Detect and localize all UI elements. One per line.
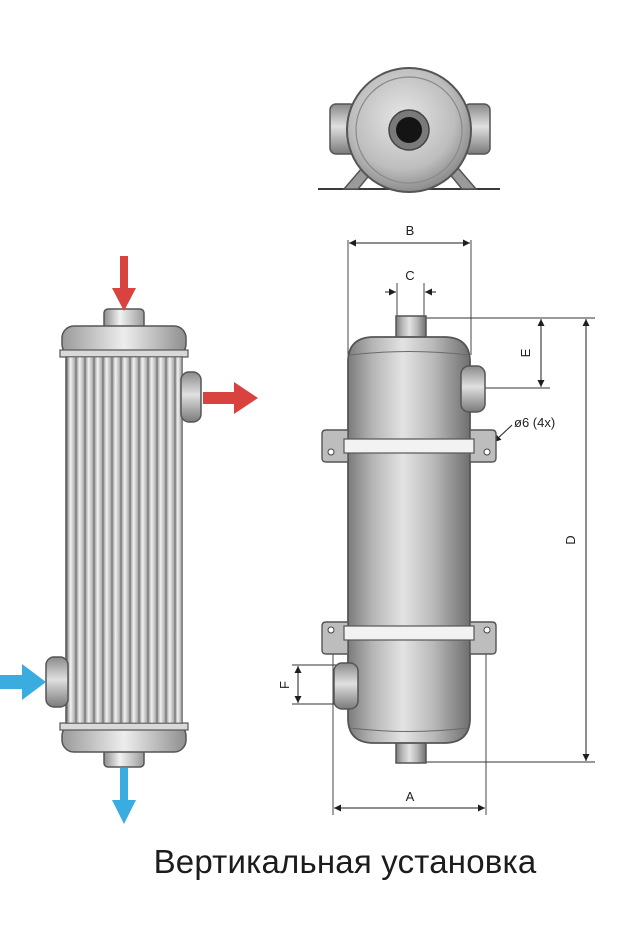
bottom-port-nozzle xyxy=(395,740,427,764)
top-view-port-hole xyxy=(396,117,422,143)
mount-hole xyxy=(483,448,491,456)
hole-leader-line xyxy=(493,424,513,443)
dim-a-label: A xyxy=(406,789,415,804)
dim-c-label: C xyxy=(405,268,414,283)
dimension-drawing: B C E D F A ø6 (4x) xyxy=(277,223,595,815)
shell-bottom-seam xyxy=(349,727,469,732)
dim-f-label: F xyxy=(277,681,292,689)
shell-body xyxy=(347,336,471,744)
top-flange xyxy=(59,349,189,358)
hole-spec-label: ø6 (4x) xyxy=(514,415,555,430)
installation-caption: Вертикальная установка xyxy=(153,843,537,880)
tube xyxy=(129,356,140,724)
hot-inlet-arrow xyxy=(112,256,136,311)
tube-array xyxy=(65,356,183,724)
dim-e-label: E xyxy=(518,348,533,357)
shell-top-seam xyxy=(349,351,469,356)
top-view-shell-inner xyxy=(355,76,463,184)
tube xyxy=(84,356,95,724)
tube xyxy=(93,356,104,724)
bottom-flange xyxy=(59,722,189,731)
mount-hole xyxy=(327,626,335,634)
hot-outlet-arrow xyxy=(203,382,258,414)
tube xyxy=(174,356,183,724)
tube xyxy=(165,356,176,724)
tube xyxy=(120,356,131,724)
mount-hole xyxy=(327,448,335,456)
mount-hole xyxy=(483,626,491,634)
upper-mounting-bracket xyxy=(321,429,497,463)
tube xyxy=(147,356,158,724)
tube xyxy=(138,356,149,724)
top-view xyxy=(318,67,500,193)
tube xyxy=(75,356,86,724)
upper-side-port xyxy=(460,365,486,413)
tube xyxy=(156,356,167,724)
lower-side-port xyxy=(333,662,359,710)
lower-mounting-bracket xyxy=(321,621,497,655)
side-outlet-nozzle xyxy=(180,371,202,423)
dim-d-label: D xyxy=(563,535,578,544)
cold-outlet-arrow xyxy=(112,768,136,824)
tube-bundle-exchanger xyxy=(0,256,258,824)
cold-inlet-arrow xyxy=(0,664,46,700)
side-inlet-nozzle xyxy=(45,656,69,708)
tube xyxy=(102,356,113,724)
dim-b-label: B xyxy=(406,223,415,238)
tube xyxy=(111,356,122,724)
